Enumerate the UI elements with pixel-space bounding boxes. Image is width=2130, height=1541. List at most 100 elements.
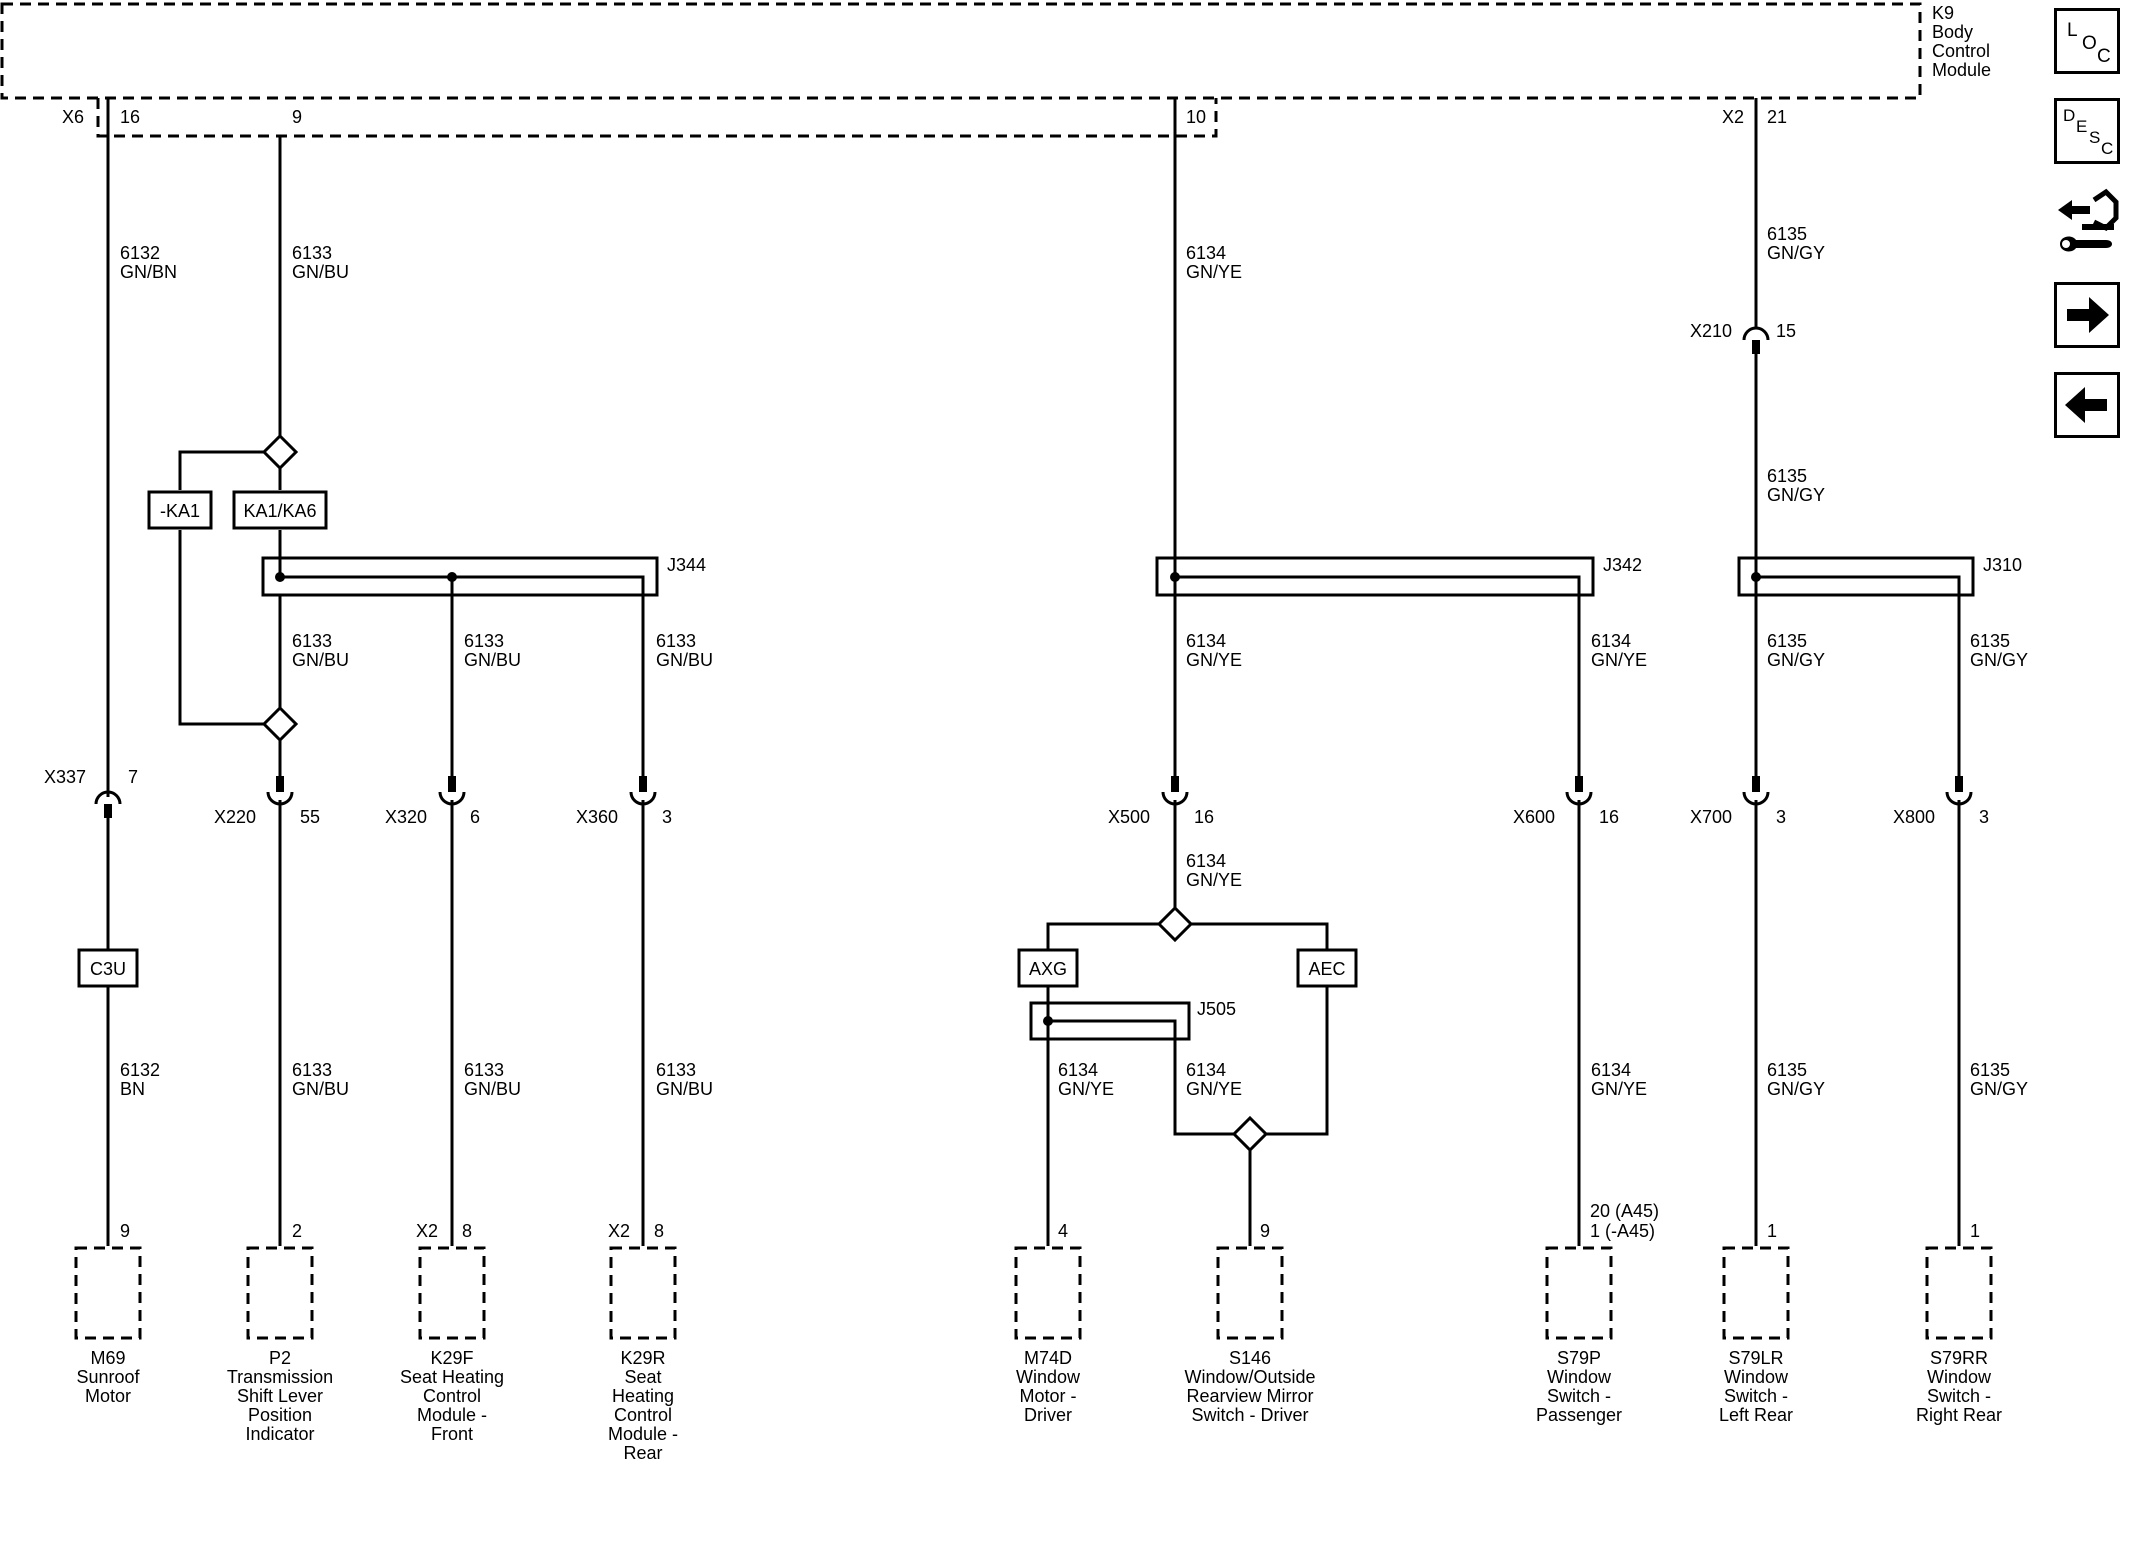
wire-label-6134-d-num: 6134 — [1186, 1060, 1226, 1080]
wire-lines — [106, 98, 1961, 1246]
wire-label-6135-b-num: 6135 — [1970, 631, 2010, 651]
splice-j344-node-1 — [275, 572, 285, 582]
next-button[interactable] — [2054, 282, 2120, 348]
desc-letter-e: E — [2076, 117, 2087, 136]
wire-label-6132-bn-num: 6132 — [120, 1060, 160, 1080]
component-k29r-line2: Seat — [624, 1367, 661, 1387]
splice-j505-label: J505 — [1197, 999, 1236, 1019]
x320-pin-label: 6 — [470, 807, 480, 827]
m69-pin: 9 — [120, 1221, 130, 1241]
component-k29r-line4: Control — [614, 1405, 672, 1425]
component-k29r-line3: Heating — [612, 1386, 674, 1406]
k29r-connector: X2 — [608, 1221, 630, 1241]
loc-letter-c: C — [2097, 46, 2111, 67]
component-s79lr-line3: Switch - — [1724, 1386, 1788, 1406]
m74d-pin: 4 — [1058, 1221, 1068, 1241]
desc-letter-c: C — [2101, 139, 2113, 158]
location-icon: L O C — [2067, 20, 2111, 67]
component-m74d-ref: M74D — [1024, 1348, 1072, 1368]
option-aec: AEC — [1308, 959, 1345, 979]
k29f-pin: 8 — [462, 1221, 472, 1241]
wire-label-6132-num: 6132 — [120, 243, 160, 263]
wire-label-6134-e-color: GN/YE — [1591, 1079, 1647, 1099]
component-p2-box — [246, 1246, 314, 1340]
splice-j344-label: J344 — [667, 555, 706, 575]
splice-j342-label: J342 — [1603, 555, 1642, 575]
wire-label-6134-x500-num: 6134 — [1186, 851, 1226, 871]
x210-label: X210 — [1690, 321, 1732, 341]
component-s79lr-box — [1722, 1246, 1790, 1340]
component-k29f-line4: Module - — [417, 1405, 487, 1425]
x360-pin-label: 3 — [662, 807, 672, 827]
wire-ka1-branch-top — [178, 450, 264, 490]
location-button[interactable]: L O C — [2054, 8, 2120, 74]
wire-label-6133-a-color: GN/BU — [292, 650, 349, 670]
wire-label-6134-top-num: 6134 — [1186, 243, 1226, 263]
component-s79p-box — [1545, 1246, 1613, 1340]
component-s79p-line2: Window — [1547, 1367, 1612, 1387]
wire-label-6133-f-num: 6133 — [656, 1060, 696, 1080]
connector-x800 — [1945, 776, 1973, 806]
component-k29r-box — [609, 1246, 677, 1340]
connector-repair-button[interactable] — [2054, 186, 2124, 264]
component-m69-line3: Motor — [85, 1386, 131, 1406]
x700-pin-label: 3 — [1776, 807, 1786, 827]
component-k29f-box — [418, 1246, 486, 1340]
component-s146-ref: S146 — [1229, 1348, 1271, 1368]
splice-j505-node — [1043, 1016, 1053, 1026]
component-k29f-ref: K29F — [430, 1348, 473, 1368]
wire-label-6134-a-color: GN/YE — [1186, 650, 1242, 670]
wire-label-6134-b-color: GN/YE — [1591, 650, 1647, 670]
component-k29r-line5: Module - — [608, 1424, 678, 1444]
component-s79rr-line2: Window — [1927, 1367, 1992, 1387]
module-label-4: Module — [1932, 60, 1991, 80]
x320-label: X320 — [385, 807, 427, 827]
component-p2-line4: Position — [248, 1405, 312, 1425]
component-s79lr-ref: S79LR — [1728, 1348, 1783, 1368]
option-boxes: -KA1 KA1/KA6 C3U AXG AEC — [77, 490, 1358, 988]
s79lr-pin: 1 — [1767, 1221, 1777, 1241]
s79rr-pin: 1 — [1970, 1221, 1980, 1241]
x337-pin-label: 7 — [128, 767, 138, 787]
splice-j505-outline — [1029, 1001, 1191, 1041]
wire-label-6133-b-color: GN/BU — [464, 650, 521, 670]
wire-label-6134-a-num: 6134 — [1186, 631, 1226, 651]
splice-j344-node-2 — [447, 572, 457, 582]
x2-label: X2 — [1722, 107, 1744, 127]
connector-x210 — [1742, 326, 1770, 354]
module-connector-outline — [96, 98, 1218, 138]
component-p2-line3: Shift Lever — [237, 1386, 323, 1406]
component-k29f-line5: Front — [431, 1424, 473, 1444]
option-aec-box — [1296, 948, 1358, 988]
previous-button[interactable] — [2054, 372, 2120, 438]
wire-label-6134-x500-color: GN/YE — [1186, 870, 1242, 890]
wire-label-6135-top-num: 6135 — [1767, 224, 1807, 244]
connector-wrench-icon — [2058, 188, 2119, 252]
component-s79rr-ref: S79RR — [1930, 1348, 1988, 1368]
loc-letter-o: O — [2082, 33, 2097, 54]
x6-pin-label: 16 — [120, 107, 140, 127]
wire-label-6134-b-num: 6134 — [1591, 631, 1631, 651]
wire-label-6135-a-num: 6135 — [1767, 631, 1807, 651]
wire-label-6135-a-color: GN/GY — [1767, 650, 1825, 670]
component-m74d-line4: Driver — [1024, 1405, 1072, 1425]
wire-label-6133-d-color: GN/BU — [292, 1079, 349, 1099]
arrow-left-icon — [2065, 387, 2107, 423]
component-m69-line2: Sunroof — [76, 1367, 140, 1387]
wire-label-6135-mid-color: GN/GY — [1767, 485, 1825, 505]
description-button[interactable]: D E S C — [2054, 98, 2120, 164]
option-ka1-neg: -KA1 — [160, 501, 200, 521]
component-m69-ref: M69 — [90, 1348, 125, 1368]
component-s79rr-box — [1925, 1246, 1993, 1340]
x800-pin-label: 3 — [1979, 807, 1989, 827]
arrow-right-icon — [2067, 297, 2109, 333]
option-diamonds — [261, 433, 1269, 1153]
wire-label-6135-b-color: GN/GY — [1970, 650, 2028, 670]
x220-pin-label: 55 — [300, 807, 320, 827]
k29f-connector: X2 — [416, 1221, 438, 1241]
wire-label-6134-c-color: GN/YE — [1058, 1079, 1114, 1099]
wire-label-6133-top-num: 6133 — [292, 243, 332, 263]
wire-6134-d — [1048, 1019, 1234, 1136]
x220-label: X220 — [214, 807, 256, 827]
wire-label-6135-c-color: GN/GY — [1767, 1079, 1825, 1099]
